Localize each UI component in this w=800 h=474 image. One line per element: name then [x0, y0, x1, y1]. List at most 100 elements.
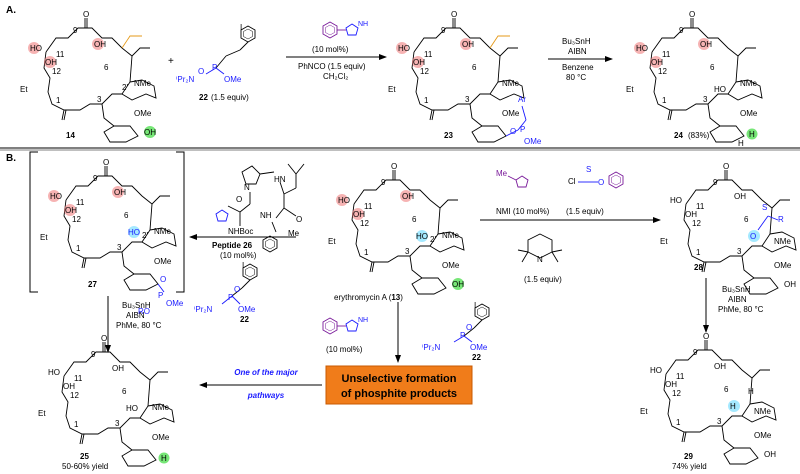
svg-text:3: 3 [717, 417, 722, 426]
svg-text:HO: HO [636, 44, 648, 53]
svg-text:6: 6 [122, 387, 127, 396]
svg-text:11: 11 [56, 50, 65, 59]
svg-text:P: P [158, 291, 163, 300]
svg-text:NH: NH [358, 21, 368, 28]
svg-text:H: H [749, 130, 755, 139]
svg-text:Et: Et [328, 237, 336, 246]
svg-text:OMe: OMe [470, 343, 488, 352]
svg-text:HO: HO [398, 44, 410, 53]
svg-text:HO: HO [714, 85, 726, 94]
svg-text:Et: Et [20, 85, 28, 94]
solvent-condition: CH₂Cl₂ [323, 72, 348, 81]
compound-29-structure: H H O HO OH OH OH Et NMe OMe 9 11 12 6 3… [640, 332, 777, 465]
svg-text:1: 1 [676, 418, 681, 427]
peptide-26-loading: (10 mol%) [220, 251, 257, 260]
tetrazole-catalyst-b: NH [322, 317, 368, 335]
svg-text:OMe: OMe [774, 261, 792, 270]
compound-14-label: 14 [66, 131, 75, 140]
svg-text:O: O [101, 334, 107, 343]
svg-text:O: O [689, 10, 695, 19]
svg-text:O: O [723, 162, 729, 171]
tetrazole-catalyst: NH [322, 21, 368, 39]
cond-left: PhMe, 80 °C [116, 321, 162, 330]
svg-text:12: 12 [360, 219, 369, 228]
svg-text:12: 12 [72, 215, 81, 224]
bu3snh-left: Bu₃SnH [122, 301, 151, 310]
svg-text:3: 3 [703, 95, 708, 104]
svg-text:NMe: NMe [152, 403, 169, 412]
svg-text:OH: OH [63, 382, 75, 391]
compound-24-yield: (83%) [688, 131, 710, 140]
erythromycin-13-structure: O HO OH OH OH HO Et NMe OMe 9 11 12 6 3 … [328, 162, 465, 295]
svg-text:1: 1 [424, 96, 429, 105]
svg-text:O: O [466, 323, 472, 332]
svg-text:Et: Et [626, 85, 634, 94]
svg-text:NMe: NMe [774, 237, 791, 246]
svg-text:Me: Me [496, 169, 508, 178]
svg-text:6: 6 [744, 215, 749, 224]
svg-text:Et: Et [660, 237, 668, 246]
svg-text:NH: NH [358, 317, 368, 324]
compound-27-label: 27 [88, 280, 97, 289]
svg-text:12: 12 [692, 219, 701, 228]
svg-text:11: 11 [696, 202, 705, 211]
svg-text:OH: OH [94, 40, 106, 49]
svg-text:Cl: Cl [568, 177, 576, 186]
svg-text:H: H [161, 454, 167, 463]
svg-text:OH: OH [714, 362, 726, 371]
svg-text:NMe: NMe [154, 227, 171, 236]
tmp-structure: N [517, 233, 563, 264]
svg-text:HN: HN [274, 175, 286, 184]
thio-equiv-label: (1.5 equiv) [566, 207, 604, 216]
svg-text:ⁱPr₂N: ⁱPr₂N [176, 75, 195, 84]
svg-text:OH: OH [784, 280, 796, 289]
svg-text:12: 12 [672, 389, 681, 398]
svg-text:OH: OH [144, 128, 156, 137]
svg-text:OH: OH [734, 192, 746, 201]
reagent-22-equiv: (1.5 equiv) [211, 93, 249, 102]
svg-text:6: 6 [412, 215, 417, 224]
svg-text:3: 3 [405, 247, 410, 256]
benzene-a: Benzene [562, 63, 594, 72]
svg-text:3: 3 [115, 419, 120, 428]
compound-28-label: 28 [694, 263, 703, 272]
svg-text:OMe: OMe [502, 109, 520, 118]
svg-text:OH: OH [413, 58, 425, 67]
svg-text:S: S [762, 203, 767, 212]
reagent-22-structure: I P O ⁱPr₂N OMe [176, 23, 256, 84]
reagent-22b-label: 22 [240, 315, 249, 324]
svg-text:OMe: OMe [442, 261, 460, 270]
svg-text:NMe: NMe [134, 79, 151, 88]
peptide-26-label: Peptide 26 [212, 241, 253, 250]
svg-text:1: 1 [76, 244, 81, 253]
bu3snh-right: Bu₃SnH [722, 285, 751, 294]
svg-text:N: N [537, 255, 543, 264]
bracket-left [29, 151, 38, 293]
svg-text:OMe: OMe [166, 299, 184, 308]
compound-25-yield: 50-60% yield [62, 462, 108, 471]
svg-text:O: O [236, 195, 242, 204]
svg-text:9: 9 [93, 174, 98, 183]
svg-text:OH: OH [112, 364, 124, 373]
svg-text:ⁱPr₂N: ⁱPr₂N [422, 343, 441, 352]
svg-text:NMe: NMe [740, 79, 757, 88]
thionocarbonate-structure: Cl S O [568, 165, 624, 189]
svg-text:O: O [703, 332, 709, 341]
svg-text:O: O [451, 10, 457, 19]
svg-text:NHBoc: NHBoc [228, 227, 253, 236]
svg-text:NMe: NMe [502, 79, 519, 88]
phnco-condition: PhNCO (1.5 equiv) [298, 62, 366, 71]
svg-text:2': 2' [142, 231, 148, 240]
svg-text:OH: OH [65, 206, 77, 215]
svg-text:OMe: OMe [224, 75, 242, 84]
svg-text:OMe: OMe [154, 257, 172, 266]
nmi-structure: Me [496, 169, 529, 188]
svg-text:O: O [296, 215, 302, 224]
reagent-22c-structure: I P O ⁱPr₂N OMe [422, 301, 490, 352]
svg-text:9: 9 [91, 350, 96, 359]
aibn-a: AIBN [568, 47, 587, 56]
svg-text:H: H [748, 387, 754, 396]
svg-text:NMe: NMe [754, 407, 771, 416]
svg-text:12: 12 [420, 67, 429, 76]
